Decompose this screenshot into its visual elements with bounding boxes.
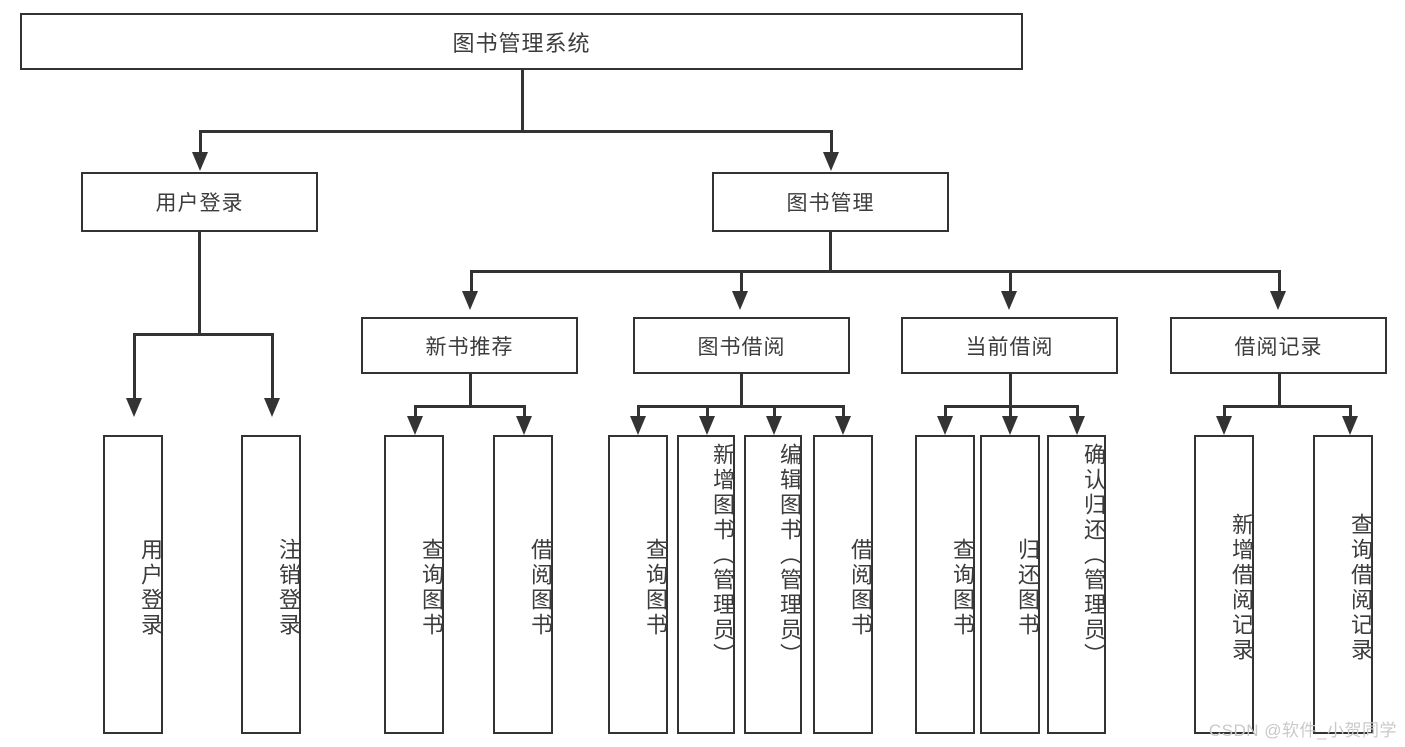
arrow-to-leaf-query-book-1 (407, 416, 423, 435)
connector-level3-bar (470, 270, 1280, 273)
leaf-confirm-return-admin[interactable]: 确认归还（管理员） (1047, 435, 1106, 734)
connector-level3-drop-1 (470, 270, 473, 294)
connector-borrow-records-stem (1278, 374, 1281, 407)
arrow-to-leaf-borrow-book-1 (516, 416, 532, 435)
arrow-to-leaf-query-book-2 (630, 416, 646, 435)
connector-root-drop-left (199, 130, 202, 156)
connector-book-borrow-drop-2 (706, 405, 709, 419)
arrow-to-book-borrow (732, 291, 748, 310)
arrow-to-user-login (192, 152, 208, 171)
connector-new-book-drop-2 (523, 405, 526, 419)
connector-book-management-stem (829, 232, 832, 272)
connector-new-book-stem (469, 374, 472, 407)
arrow-to-leaf-edit-book (766, 416, 782, 435)
arrow-to-leaf-query-book-3 (937, 416, 953, 435)
arrow-to-borrow-records (1270, 291, 1286, 310)
connector-current-borrow-drop-2 (1009, 405, 1012, 419)
connector-user-login-drop-1 (133, 333, 136, 401)
connector-new-book-bar (414, 405, 525, 408)
arrow-to-current-borrow (1001, 291, 1017, 310)
connector-root-drop-right (830, 130, 833, 156)
node-user-login[interactable]: 用户登录 (81, 172, 318, 232)
connector-borrow-records-bar (1223, 405, 1351, 408)
leaf-add-book-admin[interactable]: 新增图书（管理员） (677, 435, 735, 734)
node-borrow-records[interactable]: 借阅记录 (1170, 317, 1387, 374)
arrow-to-leaf-query-record (1342, 416, 1358, 435)
node-book-borrow[interactable]: 图书借阅 (633, 317, 850, 374)
arrow-to-leaf-add-record (1216, 416, 1232, 435)
arrow-to-leaf-borrow-book-2 (835, 416, 851, 435)
arrow-to-leaf-logout (264, 398, 280, 417)
leaf-borrow-book-borrow[interactable]: 借阅图书 (813, 435, 873, 734)
connector-current-borrow-stem (1009, 374, 1012, 407)
connector-book-borrow-drop-4 (842, 405, 845, 419)
connector-level3-drop-3 (1009, 270, 1012, 294)
connector-book-borrow-drop-3 (773, 405, 776, 419)
leaf-user-login[interactable]: 用户登录 (103, 435, 163, 734)
leaf-add-borrow-record[interactable]: 新增借阅记录 (1194, 435, 1254, 734)
arrow-to-book-management (823, 152, 839, 171)
connector-book-borrow-bar (637, 405, 844, 408)
arrow-to-leaf-add-book (699, 416, 715, 435)
connector-borrow-records-drop-2 (1349, 405, 1352, 419)
connector-user-login-bar (133, 333, 273, 336)
leaf-edit-book-admin[interactable]: 编辑图书（管理员） (744, 435, 802, 734)
leaf-query-book-new[interactable]: 查询图书 (384, 435, 444, 734)
leaf-logout[interactable]: 注销登录 (241, 435, 301, 734)
node-new-book-recommend[interactable]: 新书推荐 (361, 317, 578, 374)
arrow-to-leaf-confirm-return (1069, 416, 1085, 435)
connector-current-borrow-drop-1 (944, 405, 947, 419)
connector-borrow-records-drop-1 (1223, 405, 1226, 419)
leaf-return-book[interactable]: 归还图书 (980, 435, 1040, 734)
connector-level3-drop-2 (740, 270, 743, 294)
connector-user-login-drop-2 (271, 333, 274, 401)
connector-book-borrow-stem (740, 374, 743, 407)
arrow-to-new-book (462, 291, 478, 310)
connector-current-borrow-drop-3 (1076, 405, 1079, 419)
csdn-watermark: CSDN @软件_小贺同学 (1208, 721, 1397, 740)
connector-level3-drop-4 (1278, 270, 1281, 294)
leaf-query-book-borrow[interactable]: 查询图书 (608, 435, 668, 734)
leaf-query-borrow-record[interactable]: 查询借阅记录 (1313, 435, 1373, 734)
node-current-borrow[interactable]: 当前借阅 (901, 317, 1118, 374)
leaf-query-book-current[interactable]: 查询图书 (915, 435, 975, 734)
node-root-system[interactable]: 图书管理系统 (20, 13, 1023, 70)
connector-new-book-drop-1 (414, 405, 417, 419)
connector-root-bar (199, 130, 832, 133)
connector-user-login-stem (198, 232, 201, 335)
arrow-to-leaf-user-login (126, 398, 142, 417)
connector-book-borrow-drop-1 (637, 405, 640, 419)
leaf-borrow-book-new[interactable]: 借阅图书 (493, 435, 553, 734)
connector-root-stem (521, 70, 524, 132)
node-book-management[interactable]: 图书管理 (712, 172, 949, 232)
arrow-to-leaf-return-book (1002, 416, 1018, 435)
